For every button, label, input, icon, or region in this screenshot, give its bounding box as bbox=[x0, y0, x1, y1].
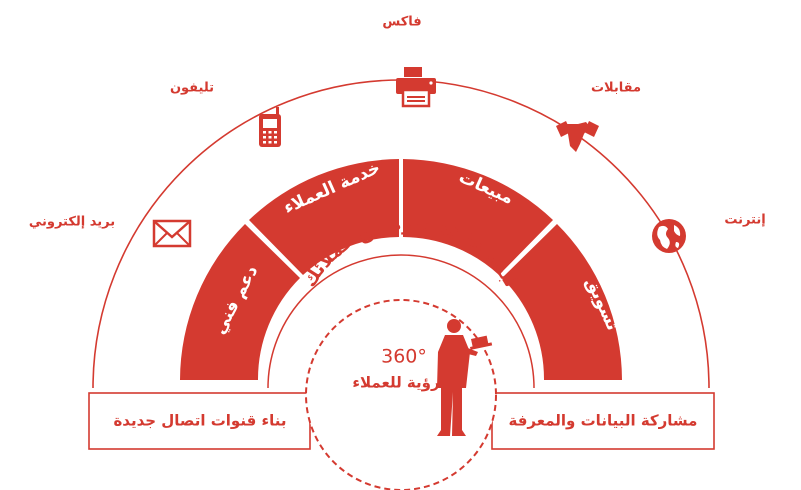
segment-marketing bbox=[502, 224, 622, 380]
channel-label-fax: فاكس bbox=[382, 15, 421, 30]
channel-label-email: بريد إلكتروني bbox=[29, 215, 115, 230]
center-degree-text: 360° bbox=[381, 346, 427, 368]
bottom-box-right-label: مشاركة البيانات والمعرفة bbox=[509, 412, 698, 430]
businessman-icon bbox=[437, 319, 493, 436]
printer-icon bbox=[396, 67, 436, 108]
segment-service bbox=[249, 159, 399, 275]
segment-ring bbox=[180, 159, 622, 380]
bottom-box-right bbox=[491, 392, 715, 450]
envelope-icon bbox=[152, 219, 192, 248]
channel-label-internet: إنترنت bbox=[724, 213, 765, 228]
bottom-box-left-label: بناء قنوات اتصال جديدة bbox=[113, 412, 286, 430]
mobile-phone-icon bbox=[259, 107, 281, 147]
globe-icon bbox=[652, 219, 686, 253]
channel-label-meetings: مقابلات bbox=[591, 81, 641, 96]
segment-support bbox=[180, 224, 300, 380]
channel-label-phone: تليفون bbox=[170, 81, 214, 96]
center-dashed-circle bbox=[305, 299, 497, 490]
handshake-icon bbox=[556, 121, 599, 152]
center-caption: رؤية للعملاء bbox=[352, 374, 439, 392]
segment-sales bbox=[403, 159, 553, 275]
inner-arc bbox=[267, 254, 535, 389]
